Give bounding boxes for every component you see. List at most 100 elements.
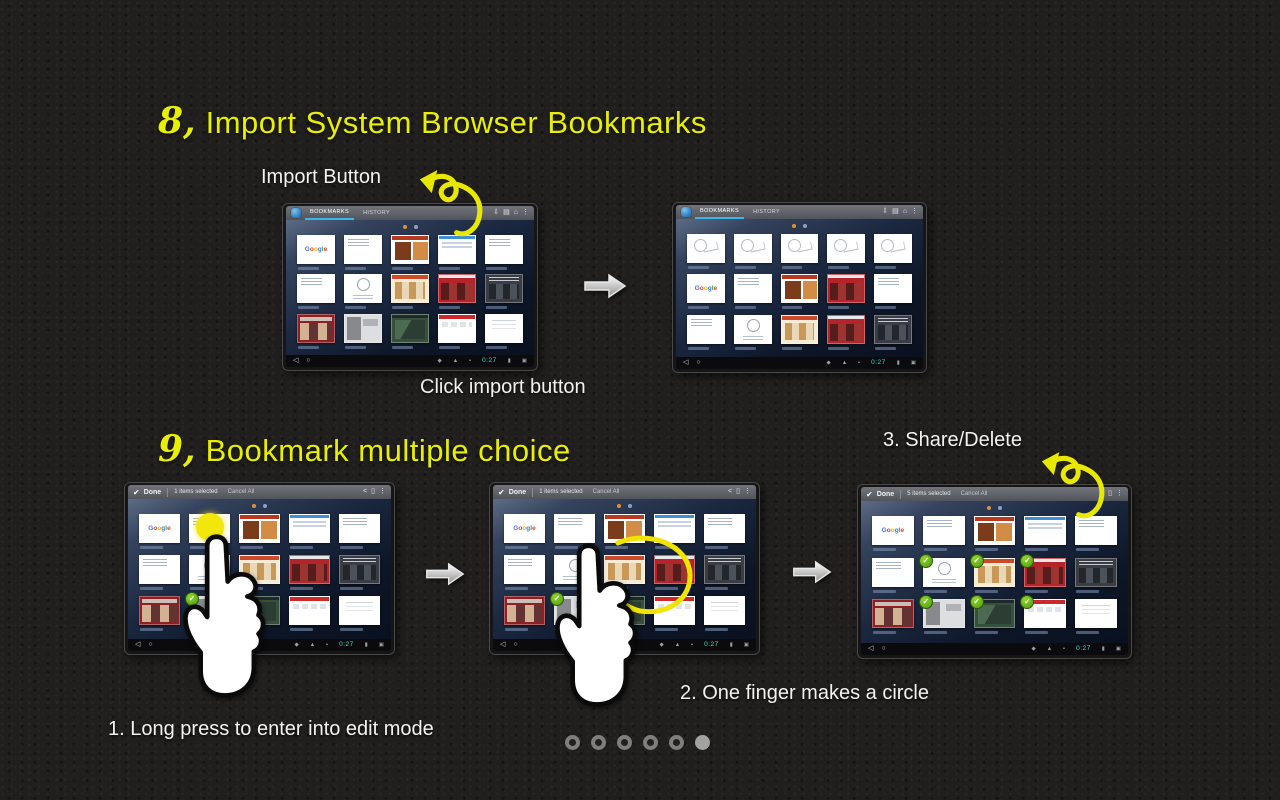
bookmark-thumb-white-lines [485,235,523,264]
bookmark-label-bar [1076,631,1100,635]
bookmark-cell [339,596,380,637]
back-icon: ◁ [868,645,874,652]
bookmark-thumb-red-news [827,314,866,344]
bookmark-thumb-red-photo [504,596,545,625]
page-dot-3[interactable] [617,735,632,750]
import-icon: ⇩ [882,208,889,215]
page-dot-6[interactable] [695,735,710,750]
screen-page-dot [413,225,418,229]
bookmark-label-bar [392,267,413,270]
screen-page-dot-active [402,225,407,229]
bookmark-label-bar [486,345,507,349]
home-icon: ⌂ [902,208,907,215]
screen-page-dot-active [792,224,796,228]
bookmark-cell [391,235,429,274]
home-icon: ○ [148,641,153,648]
page-dot-1[interactable] [565,735,580,750]
bookmark-label-bar [140,628,163,631]
bookmark-cell [504,555,545,596]
bookmark-cell [874,274,912,314]
bookmark-label-bar [298,345,319,349]
home-icon: ○ [696,359,701,366]
bookmark-thumb-green-map [391,313,429,343]
bookmark-cell [733,314,772,355]
bookmark-thumb-news-orange [239,514,280,543]
bookmark-cell [780,314,819,355]
bookmark-label-bar [340,546,363,549]
folder-icon: ▤ [892,208,899,215]
page-dot-5[interactable] [669,735,684,750]
bookmark-thumb-blue-top [654,514,695,543]
bookmark-thumb-dark-news [485,274,523,304]
screen-page-dots [286,225,534,229]
screen-page-dot-active [252,504,256,508]
bookmark-thumb-white-lines [504,555,545,584]
bookmark-thumb-white-plain [704,596,745,625]
bookmark-cell [1024,516,1067,558]
bookmark-thumb-blue-top [1024,516,1067,545]
page-dot-4[interactable] [643,735,658,750]
bookmark-thumb-white-lines [872,557,914,587]
selected-check-badge: ✓ [1020,595,1035,610]
curly-arrow-import-icon [419,170,483,237]
bookmark-cell [872,599,914,641]
bookmark-label-bar [555,546,578,549]
battery-icon: ▮ [507,358,511,364]
bookmark-thumb-white-lines [139,555,180,584]
bookmark-cell [554,514,595,555]
status-time: 0:27 [871,359,886,366]
bookmark-label-bar [298,267,319,270]
bookmark-cell [780,234,819,274]
bookmark-cell [485,274,523,313]
bookmark-cell [654,514,695,555]
bookmark-label-bar [505,628,528,631]
bookmark-cell [438,313,476,353]
bookmark-cell [687,314,725,355]
bookmark-label-bar [555,587,578,590]
bookmark-label-bar [688,306,709,310]
bookmark-cell [239,514,280,555]
bookmark-label-bar [828,266,850,269]
screen-page-dots [861,506,1128,510]
trash-icon: ▯ [736,488,740,495]
status-icon-2: ▲ [452,358,459,364]
bookmark-label-bar [140,587,163,590]
bookmark-label-bar [439,306,460,310]
bookmark-cell [289,555,330,596]
bookmark-thumb-white-lines [874,274,912,304]
cancel-all-label: Cancel All [592,489,620,495]
bookmark-thumb-dark-news [339,555,380,584]
screen-page-dot-active [617,504,621,508]
bookmark-label-bar [655,546,678,549]
bookmark-thumb-red-news [827,274,866,304]
tab-history: HISTORY [753,209,781,215]
tab-history: HISTORY [363,210,391,216]
bookmark-label-bar [392,306,413,310]
bookmark-label-bar [505,546,528,549]
bookmark-label-bar [140,546,163,549]
status-icon-1: ◆ [294,642,299,648]
tablet-navbar: ◁○◆▲▪0:27▮▣ [676,357,923,369]
bookmark-label-bar [873,589,896,593]
page-dot-2[interactable] [591,735,606,750]
bookmark-label-bar [734,266,756,269]
bookmark-cell [780,274,819,314]
app-logo-icon [291,208,301,218]
bookmark-cell [297,313,335,353]
status-time: 0:27 [1076,645,1091,652]
bookmark-cell [485,313,523,353]
status-icon-1: ◆ [1031,646,1036,652]
screenshot-icon: ▣ [378,642,384,648]
bookmark-thumb-white-lines [733,274,772,304]
bookmark-label-bar [605,546,628,549]
status-time: 0:27 [704,641,719,648]
tablet-navbar: ◁○◆▲▪0:27▮▣ [861,643,1128,655]
